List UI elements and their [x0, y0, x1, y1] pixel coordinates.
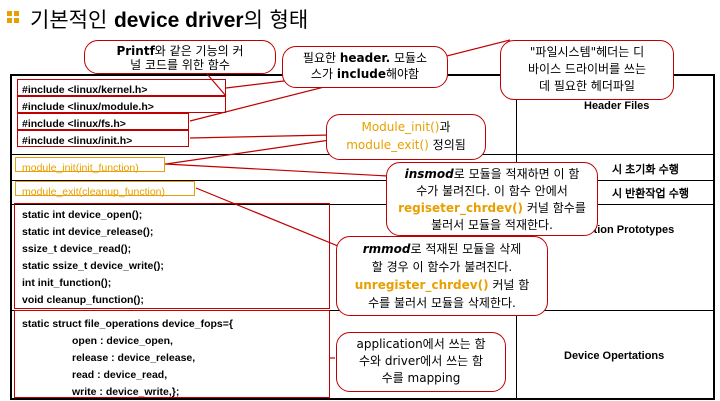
fops-box — [14, 310, 330, 398]
rmmod-callout: rmmod로 적재된 모듈을 삭제 할 경우 이 함수가 불려진다. unreg… — [336, 236, 548, 316]
include-line: #include <linux/init.h> — [22, 135, 133, 147]
prototype-line: static int device_open(); — [22, 209, 143, 221]
device-operations-label: Device Opertations — [564, 350, 665, 362]
callout-text: 해야함 — [385, 67, 420, 81]
prototypes-box — [14, 203, 330, 309]
printf-callout: Printf와 같은 기능의 커 널 코드를 위한 함수 — [84, 40, 276, 74]
prototype-line: ssize_t device_read(); — [22, 243, 132, 255]
header-term: header. — [339, 51, 391, 65]
fs-include-box — [17, 113, 189, 130]
row-divider — [12, 180, 713, 181]
module-init-box — [15, 157, 165, 172]
callout-text: 로 적재된 모듈을 삭제 — [410, 242, 522, 256]
printf-term: Printf — [116, 44, 155, 58]
callout-text: 널 코드를 위한 함수 — [130, 58, 230, 72]
callout-text: 불러서 모듈을 적재한다. — [431, 218, 553, 232]
callout-text: 필요한 — [302, 51, 340, 65]
callout-text: application에서 쓰는 함 — [356, 337, 486, 351]
fops-block: static struct file_operations device_fop… — [22, 316, 233, 401]
callout-text: 스가 — [310, 67, 337, 81]
fops-line: static struct file_operations device_fop… — [22, 318, 233, 330]
register-chrdev-term: regiseter_chrdev() — [398, 201, 524, 215]
title-bold: device driver — [113, 9, 244, 32]
include-term: include — [336, 67, 386, 81]
fops-line: release : device_release, — [72, 352, 196, 364]
callout-text: 바이스 드라이버를 쓰는 — [527, 62, 647, 76]
fops-line: open : device_open, — [72, 335, 173, 347]
callout-text: 커널 함수를 — [523, 201, 586, 215]
callout-text: 커널 함 — [488, 278, 530, 292]
insmod-term: insmod — [404, 167, 454, 181]
include-line: #include <linux/fs.h> — [22, 118, 126, 130]
row-divider — [12, 204, 713, 205]
prototype-block: static int device_open(); static int dev… — [22, 207, 164, 309]
init-include-box — [17, 130, 189, 147]
slide-title: 기본적인 device driver의 형태 — [30, 4, 308, 34]
callout-text: 데 필요한 헤더파일 — [539, 79, 635, 93]
title-prefix: 기본적인 — [30, 8, 108, 32]
include-line: #include <linux/kernel.h> — [22, 84, 148, 96]
callout-text: 로 모듈을 적재하면 이 함 — [453, 167, 580, 181]
callout-text: "파일시스템"헤더는 디 — [529, 45, 645, 59]
module-include-box — [17, 96, 226, 113]
callout-text: 할 경우 이 함수가 불려진다. — [371, 260, 513, 274]
prototype-line: static int device_release(); — [22, 226, 154, 238]
module-callout: Module_init()과 module_exit() 정의됨 — [326, 114, 486, 160]
module-exit-term: module_exit() — [346, 138, 429, 152]
exit-label: 시 반환작업 수행 — [612, 188, 689, 200]
diamond-bullet-icon — [7, 11, 19, 23]
prototype-line: int init_function(); — [22, 277, 112, 289]
insmod-callout: insmod로 모듈을 적재하면 이 함 수가 불려진다. 이 함수 안에서 r… — [386, 162, 598, 236]
init-label: 시 초기화 수행 — [612, 164, 679, 176]
filesystem-callout: "파일시스템"헤더는 디 바이스 드라이버를 쓰는 데 필요한 헤더파일 — [500, 40, 674, 100]
callout-text: 수를 불러서 모듈을 삭제한다. — [368, 296, 516, 310]
callout-text: 수를 mapping — [381, 371, 461, 385]
function-prototypes-label: unction Prototypes — [574, 224, 675, 236]
kernel-include-box — [17, 79, 226, 96]
module-init-term: Module_init() — [361, 120, 440, 134]
fops-line: write : device_write,}; — [72, 386, 180, 398]
title-suffix: 의 형태 — [243, 8, 309, 32]
callout-text: 정의됨 — [428, 138, 466, 152]
callout-text: 과 — [439, 120, 451, 134]
include-block: #include <linux/kernel.h> #include <linu… — [22, 82, 154, 150]
header-files-label: Header Files — [584, 100, 650, 112]
module-exit-box — [15, 181, 195, 196]
callout-text: 모듈소 — [390, 51, 428, 65]
header-callout: 필요한 header. 모듈소 스가 include해야함 — [282, 46, 448, 88]
rmmod-term: rmmod — [362, 242, 411, 256]
prototype-line: void cleanup_function(); — [22, 294, 144, 306]
callout-text: 수가 불려진다. 이 함수 안에서 — [416, 184, 568, 198]
callout-text: 수와 driver에서 쓰는 함 — [358, 354, 484, 368]
fops-line: read : device_read, — [72, 369, 168, 381]
application-callout: application에서 쓰는 함 수와 driver에서 쓰는 함 수를 m… — [336, 332, 506, 392]
callout-text: 와 같은 기능의 커 — [154, 44, 244, 58]
unregister-chrdev-term: unregister_chrdev() — [354, 278, 489, 292]
prototype-line: static ssize_t device_write(); — [22, 260, 164, 272]
include-line: #include <linux/module.h> — [22, 101, 154, 113]
